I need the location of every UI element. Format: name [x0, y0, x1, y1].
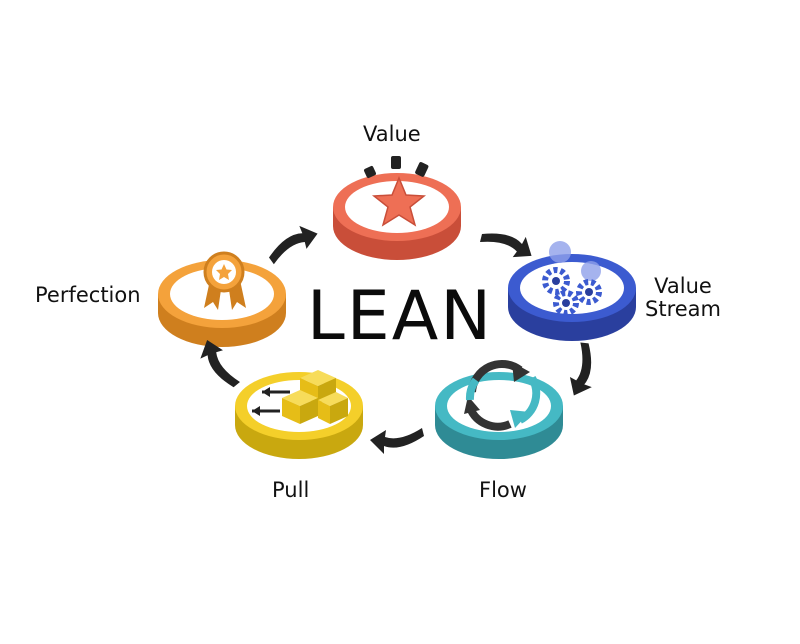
label-flow: Flow	[479, 478, 527, 502]
label-value: Value	[363, 122, 421, 146]
star-icon	[364, 156, 429, 227]
arrow-pull-to-perfection	[200, 339, 240, 388]
arrow-value-to-value-stream	[480, 233, 532, 258]
gears-icon	[542, 241, 602, 316]
award-ribbon-icon	[203, 251, 246, 310]
arrow-perfection-to-value	[268, 225, 318, 265]
arrow-value-stream-to-flow	[569, 342, 592, 396]
perfection-platform	[158, 260, 286, 347]
boxes-icon	[252, 370, 348, 424]
label-value-stream: Value Stream	[645, 274, 721, 321]
label-pull: Pull	[272, 478, 310, 502]
cycle-arrows-icon	[464, 360, 541, 431]
perfection-platform-inner	[170, 268, 274, 320]
arrow-flow-to-pull	[370, 428, 424, 454]
flow-platform	[435, 372, 563, 459]
label-perfection: Perfection	[35, 283, 141, 307]
diagram-title: LEAN	[306, 277, 494, 356]
